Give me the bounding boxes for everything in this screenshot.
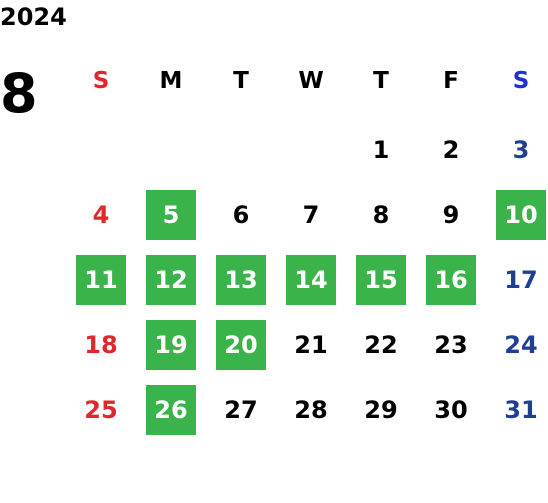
day-cell-30[interactable]: 30: [434, 396, 468, 424]
day-cell-1[interactable]: 1: [372, 136, 390, 164]
weekday-header-fri: F: [443, 67, 459, 94]
weekday-header-tue: T: [233, 67, 249, 94]
weekday-header-mon: M: [159, 67, 183, 94]
day-cell-31[interactable]: 31: [504, 396, 538, 424]
weekday-header-thu: T: [373, 67, 389, 94]
day-cell-8[interactable]: 8: [372, 201, 390, 229]
day-cell-20[interactable]: 20: [216, 320, 266, 370]
day-cell-24[interactable]: 24: [504, 331, 538, 359]
day-cell-4[interactable]: 4: [92, 201, 110, 229]
day-cell-16[interactable]: 16: [426, 255, 476, 305]
calendar-month: 8: [0, 62, 38, 125]
day-cell-13[interactable]: 13: [216, 255, 266, 305]
day-cell-6[interactable]: 6: [232, 201, 250, 229]
day-cell-25[interactable]: 25: [84, 396, 118, 424]
day-cell-12[interactable]: 12: [146, 255, 196, 305]
day-cell-15[interactable]: 15: [356, 255, 406, 305]
day-cell-26[interactable]: 26: [146, 385, 196, 435]
day-cell-28[interactable]: 28: [294, 396, 328, 424]
day-cell-19[interactable]: 19: [146, 320, 196, 370]
day-cell-29[interactable]: 29: [364, 396, 398, 424]
day-cell-9[interactable]: 9: [442, 201, 460, 229]
day-cell-22[interactable]: 22: [364, 331, 398, 359]
day-cell-23[interactable]: 23: [434, 331, 468, 359]
weekday-header-sun: S: [92, 67, 110, 94]
day-cell-18[interactable]: 18: [84, 331, 118, 359]
weekday-header-wed: W: [298, 67, 324, 94]
day-cell-27[interactable]: 27: [224, 396, 258, 424]
day-cell-11[interactable]: 11: [76, 255, 126, 305]
day-cell-14[interactable]: 14: [286, 255, 336, 305]
day-cell-5[interactable]: 5: [146, 190, 196, 240]
day-cell-7[interactable]: 7: [302, 201, 320, 229]
day-cell-3[interactable]: 3: [512, 136, 530, 164]
day-cell-10[interactable]: 10: [496, 190, 546, 240]
calendar-year: 2024: [0, 3, 67, 31]
day-cell-2[interactable]: 2: [442, 136, 460, 164]
day-cell-21[interactable]: 21: [294, 331, 328, 359]
day-cell-17[interactable]: 17: [504, 266, 538, 294]
weekday-header-sat: S: [512, 67, 530, 94]
